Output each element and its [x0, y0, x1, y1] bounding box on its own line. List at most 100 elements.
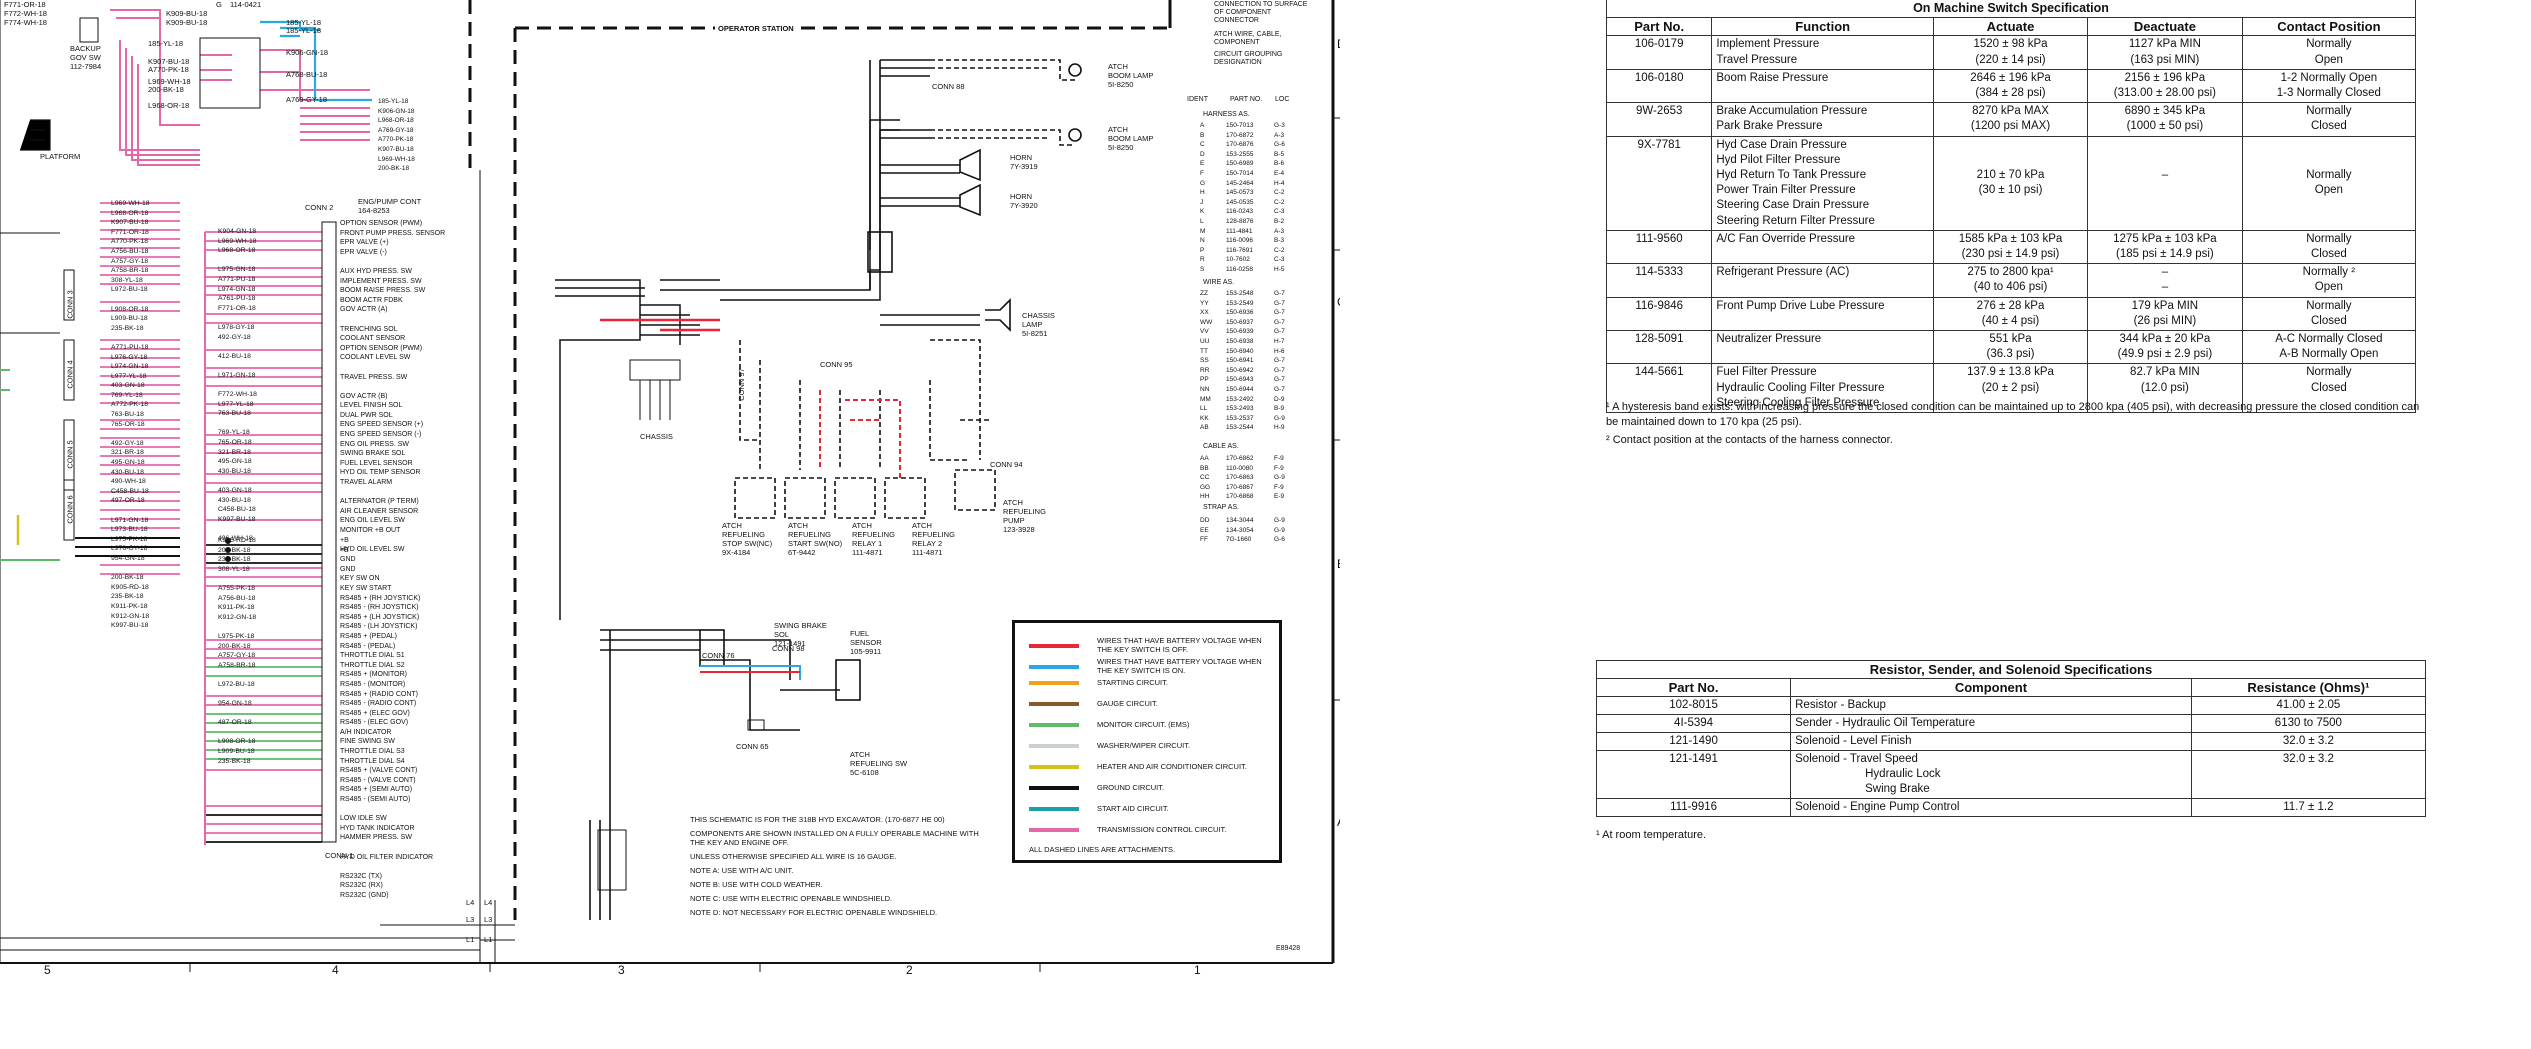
connector-label: CONN 76	[702, 651, 735, 660]
wire-label: K997-BU-18	[111, 622, 149, 630]
ident-cell: 145-2464	[1226, 179, 1254, 187]
legend-swatch	[1029, 702, 1079, 707]
deactuate-cell: 179 kPa MIN(26 psi MIN)	[2087, 296, 2243, 332]
actuate-cell: 2646 ± 196 kPa(384 ± 28 psi)	[1933, 68, 2089, 104]
zone-number: 2	[906, 963, 913, 977]
legend-swatch	[1029, 828, 1079, 833]
pin-function	[340, 258, 445, 268]
ecm-pin-functions-a: OPTION SENSOR (PWM)FRONT PUMP PRESS. SEN…	[340, 220, 445, 556]
ident-cell: 150-6939	[1226, 328, 1254, 336]
ident-cell: P	[1200, 246, 1205, 254]
legend-row: GROUND CIRCUIT.	[1029, 783, 1267, 793]
wire-label: A772-PK-18	[111, 401, 149, 409]
cell-line: (220 ± 14 psi)	[1975, 53, 2046, 66]
cell-line	[2092, 183, 2238, 198]
note: NOTE C: USE WITH ELECTRIC OPENABLE WINDS…	[690, 894, 893, 903]
zone-number: 1	[1194, 963, 1201, 977]
function-cell: A/C Fan Override Pressure	[1711, 229, 1935, 265]
component-label: LAMP	[1022, 320, 1043, 329]
component-label: 5C-6108	[850, 768, 879, 777]
wire-label	[218, 361, 257, 371]
wire-label: L976-GY-18	[111, 353, 148, 361]
pin-function	[340, 806, 433, 816]
wire-label: A756-BU-18	[111, 247, 149, 255]
wire-label: L972-BU-18	[218, 680, 255, 688]
pin-function	[340, 316, 445, 326]
pin-function: HAMMER PRESS. SW	[340, 834, 412, 842]
note: NOTE D: NOT NECESSARY FOR ELECTRIC OPENA…	[690, 908, 938, 917]
wire-label: 412-BU-18	[218, 352, 251, 360]
wire-label: 200-BK-18	[148, 85, 184, 94]
cell-line: A-B Normally Open	[2279, 348, 2379, 361]
part-no-cell: 111-9916	[1595, 798, 1792, 817]
legend-text: TRANSMISSION CONTROL CIRCUIT.	[1097, 825, 1227, 834]
connector-label: ENG/PUMP CONT	[358, 197, 422, 206]
ident-cell: 111-4841	[1226, 227, 1253, 235]
wiring-schematic: F771-OR-18 F772-WH-18 F774-WH-18 K909-BU…	[0, 0, 1340, 977]
symbol-legend-text: ATCH WIRE, CABLE,	[1214, 31, 1282, 38]
cell-line: Steering Cooling Filter Pressure	[1716, 396, 1880, 409]
cell-line: 1-2 Normally Open	[2280, 71, 2378, 84]
wire-label: K911-PK-18	[111, 602, 148, 610]
legend-swatch	[1029, 744, 1079, 749]
wire-label: 954-GN-18	[111, 554, 145, 562]
function-cell: Refrigerant Pressure (AC)	[1711, 263, 1935, 298]
cell-line: (40 ± 4 psi)	[1981, 314, 2040, 327]
ident-cell: 150-6936	[1226, 309, 1254, 317]
pin-function: HYD OIL FILTER INDICATOR	[340, 853, 434, 861]
cell-line: 1585 kPa ± 103 kPa	[1958, 232, 2063, 245]
pin-function: +B	[340, 537, 349, 544]
cell-line: 82.7 kPa MIN	[2130, 366, 2200, 379]
pin-label: G	[216, 0, 222, 9]
wire-label: K907-BU-18	[111, 219, 149, 227]
line-label: L3	[484, 915, 493, 924]
component-label: 5I-8251	[1022, 329, 1048, 338]
wire-label: F771-OR-18	[4, 0, 46, 9]
component-label: ATCH	[850, 750, 870, 759]
legend-swatch	[1029, 765, 1079, 770]
pin-function: DUAL PWR SOL	[340, 411, 393, 419]
pin-function: TRENCHING SOL	[340, 325, 398, 333]
component-label: HORN	[1010, 153, 1033, 162]
connector-label: CONN 88	[932, 82, 965, 91]
pin-function: BOOM ACTR FDBK	[340, 296, 403, 304]
ident-cell: G-7	[1274, 376, 1285, 384]
cell-line: 137.9 ± 13.8 kPa	[1967, 366, 2054, 379]
cell-line	[2092, 198, 2238, 213]
ident-cell: 110-0080	[1226, 464, 1253, 472]
zone-letter: A	[1337, 816, 1340, 828]
wire-label	[111, 333, 150, 343]
legend-row: HEATER AND AIR CONDITIONER CIRCUIT.	[1029, 762, 1267, 772]
cell-line	[2092, 138, 2238, 153]
wire-label: A757-GY-18	[111, 257, 149, 265]
ident-cell: SS	[1200, 357, 1209, 365]
ident-cell: G-7	[1274, 366, 1285, 374]
schematic-notes: THIS SCHEMATIC IS FOR THE 318B HYD EXCAV…	[690, 815, 990, 922]
ident-cell: 153-2549	[1226, 299, 1254, 307]
pin-function	[340, 863, 433, 873]
legend-row: GAUGE CIRCUIT.	[1029, 699, 1267, 709]
ident-cell: H-9	[1274, 424, 1285, 432]
wire-label: 308-YL-18	[218, 565, 250, 573]
ident-cell: 170-6876	[1226, 141, 1254, 149]
wire-label: L908-OR-18	[218, 738, 256, 746]
cell-line: Hyd Return To Tank Pressure	[1716, 169, 1867, 182]
note: COMPONENTS ARE SHOWN INSTALLED ON A FULL…	[690, 829, 979, 847]
switch-footnote-2: ² Contact position at the contacts of th…	[1606, 434, 1893, 446]
ident-cell: FF	[1200, 536, 1208, 544]
ident-cell: XX	[1200, 309, 1209, 317]
